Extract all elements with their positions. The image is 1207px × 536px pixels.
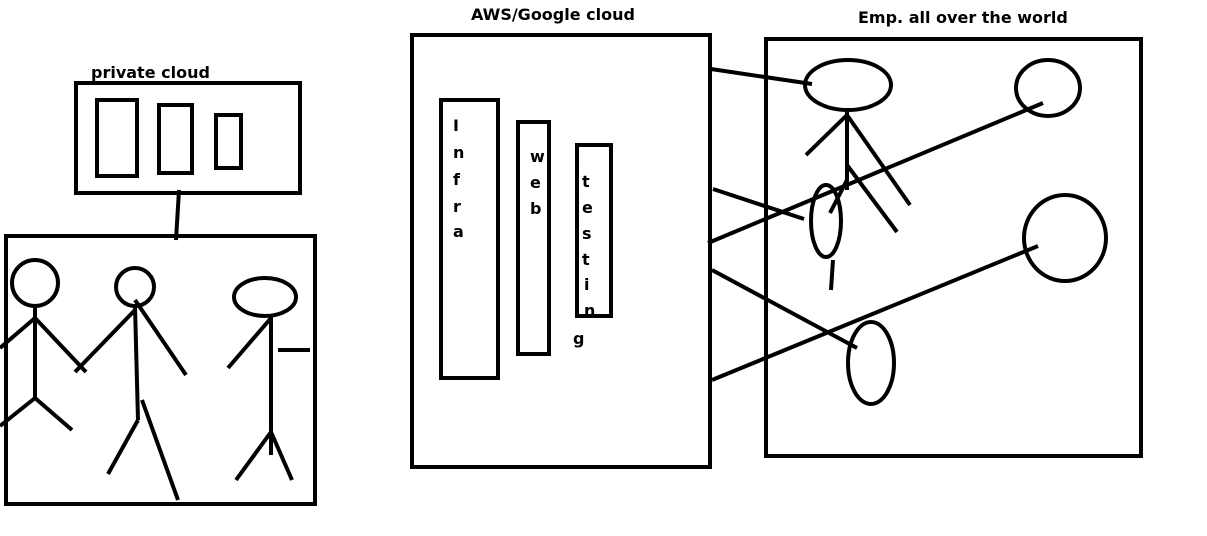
private-cloud-label: private cloud	[91, 63, 210, 82]
service-box-testing	[575, 143, 613, 318]
remote-employee-1	[803, 58, 912, 234]
stick-figure-1	[0, 258, 88, 432]
service-letter: t	[582, 172, 590, 191]
service-letter: I	[453, 116, 459, 135]
public-cloud-label: AWS/Google cloud	[471, 5, 635, 24]
server-icon-2	[157, 103, 194, 175]
remote-employee-3	[1014, 58, 1082, 118]
service-label-infra: I n f r a	[453, 116, 464, 241]
service-box-infra	[439, 98, 500, 380]
service-letter: w	[530, 147, 545, 166]
remote-employee-2	[809, 183, 843, 291]
service-letter: t	[582, 250, 590, 269]
public-cloud-box	[410, 33, 712, 469]
service-letter: b	[530, 199, 541, 218]
employees-label: Emp. all over the world	[858, 8, 1068, 27]
private-cloud-box	[74, 81, 302, 195]
stick-figure-2	[73, 266, 188, 501]
service-letter: f	[453, 170, 461, 189]
service-label-testing: t e s t i n g	[573, 172, 595, 348]
service-letter: i	[584, 275, 589, 294]
service-letter: n	[453, 143, 464, 162]
service-letter: s	[582, 224, 592, 243]
server-icon-1	[95, 98, 139, 178]
service-box-web	[516, 120, 551, 356]
service-letter: n	[584, 301, 595, 320]
service-label-web: w e b	[530, 147, 545, 218]
service-letter: e	[582, 198, 593, 217]
service-letter: g	[573, 329, 584, 348]
connection-lines	[707, 67, 1044, 382]
office-box	[4, 234, 317, 506]
employees-box	[764, 37, 1143, 458]
remote-employee-5	[846, 320, 896, 406]
stick-figure-3	[226, 276, 310, 482]
service-letter: e	[530, 173, 541, 192]
service-letter: r	[453, 197, 461, 216]
remote-employee-4	[1022, 193, 1108, 283]
service-letter: a	[453, 222, 464, 241]
private-cloud-connector	[174, 189, 181, 241]
server-icon-3	[214, 113, 243, 170]
